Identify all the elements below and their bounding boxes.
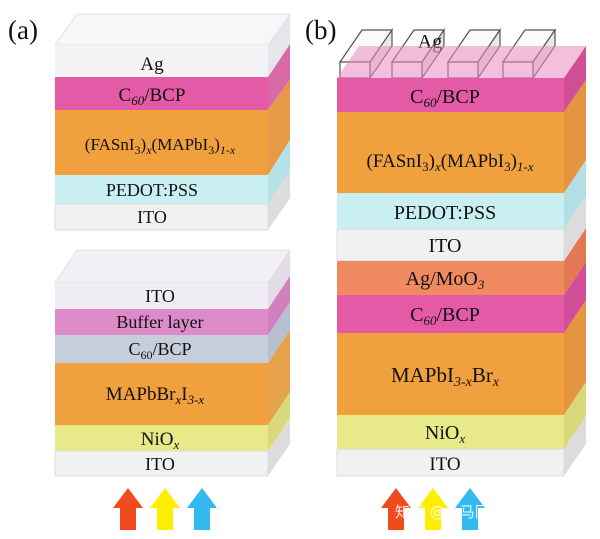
label-ag: Ag — [140, 54, 164, 75]
light-arrows-b — [381, 488, 485, 530]
arrow-yellow-icon — [150, 488, 180, 530]
side-b-perov — [564, 80, 586, 193]
label-b-ito: ITO — [429, 235, 462, 257]
side-ag — [268, 14, 290, 77]
side-perov — [268, 80, 290, 175]
layer-b-agmoo — [337, 261, 564, 295]
layer-b-nio — [337, 415, 564, 449]
layer-nio — [55, 425, 268, 451]
panel-a-label: (a) — [8, 15, 38, 45]
label-b-agmoo: Ag/MoO3 — [406, 268, 485, 292]
side-pedot — [268, 140, 290, 204]
stack-b: Ag C60/BCP (FASnI3)x(MAPbI3)1-x PEDOT:PS… — [336, 28, 586, 477]
label-b-nio: NiOx — [425, 422, 465, 446]
layer-c60-b — [55, 335, 268, 363]
layer-ito — [54, 203, 269, 231]
watermark: 知乎 @小马同学friendly — [395, 503, 562, 521]
side-ito-b — [268, 250, 290, 309]
label-pedot: PEDOT:PSS — [106, 180, 198, 200]
label-b-perovskite2: MAPbI3-xBrx — [391, 363, 500, 390]
layer-b-perovskite2 — [337, 333, 564, 415]
label-b-ito2: ITO — [429, 454, 460, 475]
side-b-pedot — [564, 160, 586, 229]
side-nio — [268, 392, 290, 451]
label-c60-b: C60/BCP — [128, 339, 191, 362]
label-b-c60b: C60/BCP — [410, 304, 480, 328]
layer-b-ito — [336, 228, 565, 262]
label-b-c60: C60/BCP — [410, 86, 480, 110]
side-b-agmoo — [564, 228, 586, 295]
arrow-yellow-icon — [418, 488, 448, 530]
layer-b-c60b — [337, 295, 564, 333]
layer-b-perovskite — [337, 112, 564, 193]
label-nio: NiOx — [141, 429, 180, 452]
side-b-nio — [564, 382, 586, 449]
arrow-blue-icon — [187, 488, 217, 530]
stack-a-bottom: ITO Buffer layer C60/BCP MAPbBrxI3-x NiO… — [54, 249, 291, 477]
layer-buffer — [55, 309, 268, 335]
layer-b-c60 — [337, 78, 564, 112]
layer-perovskite-b — [55, 363, 268, 425]
stack-b-top-face — [337, 46, 586, 78]
side-b-c60 — [564, 46, 586, 112]
side-buffer — [268, 276, 290, 335]
stack-a-top: Ag C60/BCP (FASnI3)x(MAPbI3)1-x PEDOT:PS… — [54, 13, 291, 231]
layer-b-ito2 — [336, 448, 565, 477]
side-c60 — [268, 44, 290, 110]
label-c60: C60/BCP — [119, 85, 186, 108]
layer-ito2 — [54, 450, 269, 477]
side-b-ito — [564, 196, 586, 261]
label-ito: ITO — [137, 207, 167, 227]
panel-b-label: (b) — [305, 15, 336, 45]
stack-a-top-face — [54, 13, 291, 46]
arrow-blue-icon — [455, 488, 485, 530]
side-ito — [268, 170, 290, 230]
side-b-c60b — [564, 262, 586, 333]
label-perovskite: (FASnI3)x(MAPbI3)1-x — [85, 135, 236, 157]
label-ito2: ITO — [145, 454, 175, 474]
layer-pedot — [55, 175, 268, 204]
side-b-perov2 — [564, 300, 586, 415]
arrow-red-icon — [381, 488, 411, 530]
label-b-perovskite: (FASnI3)x(MAPbI3)1-x — [367, 151, 534, 174]
stack-a-bottom-face — [54, 249, 291, 284]
light-arrows-a — [113, 488, 217, 530]
arrow-red-icon — [113, 488, 143, 530]
layer-ito-b — [55, 283, 268, 309]
label-b-pedot: PEDOT:PSS — [394, 202, 496, 224]
layer-ag — [55, 45, 268, 77]
side-perov-b — [268, 330, 290, 425]
label-ito-b: ITO — [145, 286, 175, 306]
layer-b-pedot — [337, 193, 564, 229]
layer-perovskite — [55, 110, 268, 175]
label-buffer: Buffer layer — [116, 312, 203, 332]
side-c60-b — [268, 302, 290, 363]
layer-c60 — [55, 77, 268, 110]
side-ito2 — [268, 418, 290, 476]
side-b-ito2 — [564, 416, 586, 476]
